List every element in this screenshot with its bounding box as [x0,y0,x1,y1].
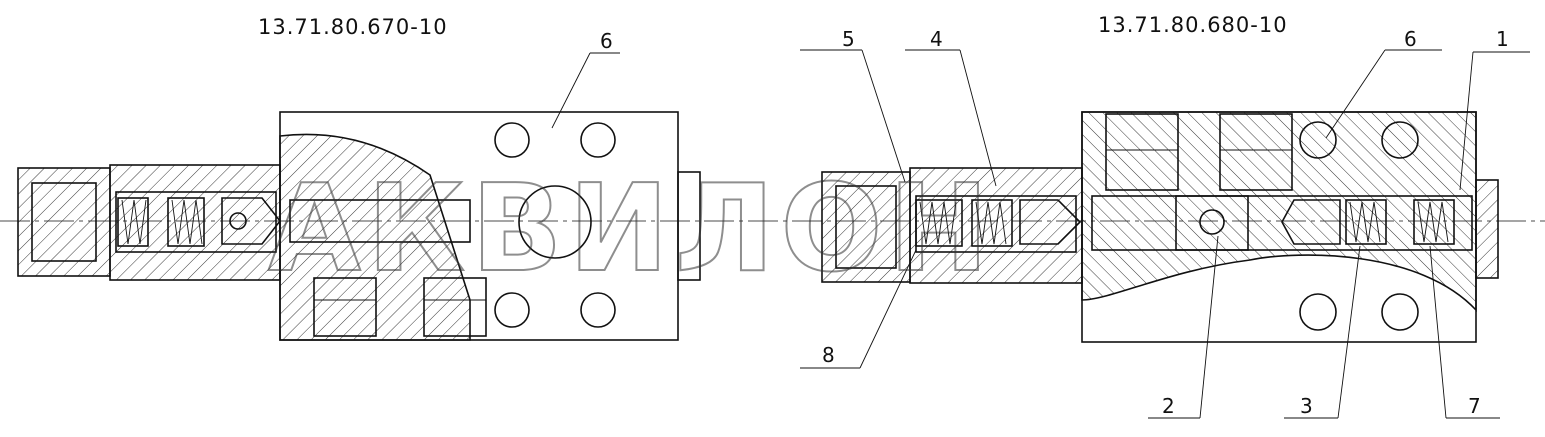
left-spring-2 [167,197,205,247]
part-label-7: 7 [1468,394,1481,418]
part-label-1: 1 [1496,27,1509,51]
right-spring-3 [1345,199,1387,245]
part-label-4: 4 [930,27,943,51]
left-assembly [17,111,701,341]
right-spring-2 [971,199,1013,247]
part-label-2: 2 [1162,394,1175,418]
right-assembly [821,111,1499,343]
part-label-left-6: 6 [600,29,613,53]
right-spring-1 [915,199,963,247]
drawing-code-left: 13.71.80.670-10 [258,15,448,39]
drawing-code-right: 13.71.80.680-10 [1098,13,1288,37]
part-label-5: 5 [842,27,855,51]
part-label-8: 8 [822,343,835,367]
leaders-right [800,49,1530,419]
part-label-6: 6 [1404,27,1417,51]
left-spring-1 [117,197,149,247]
watermark: АКВИЛОН [268,160,995,299]
part-label-3: 3 [1300,394,1313,418]
right-spring-4 [1413,199,1455,245]
